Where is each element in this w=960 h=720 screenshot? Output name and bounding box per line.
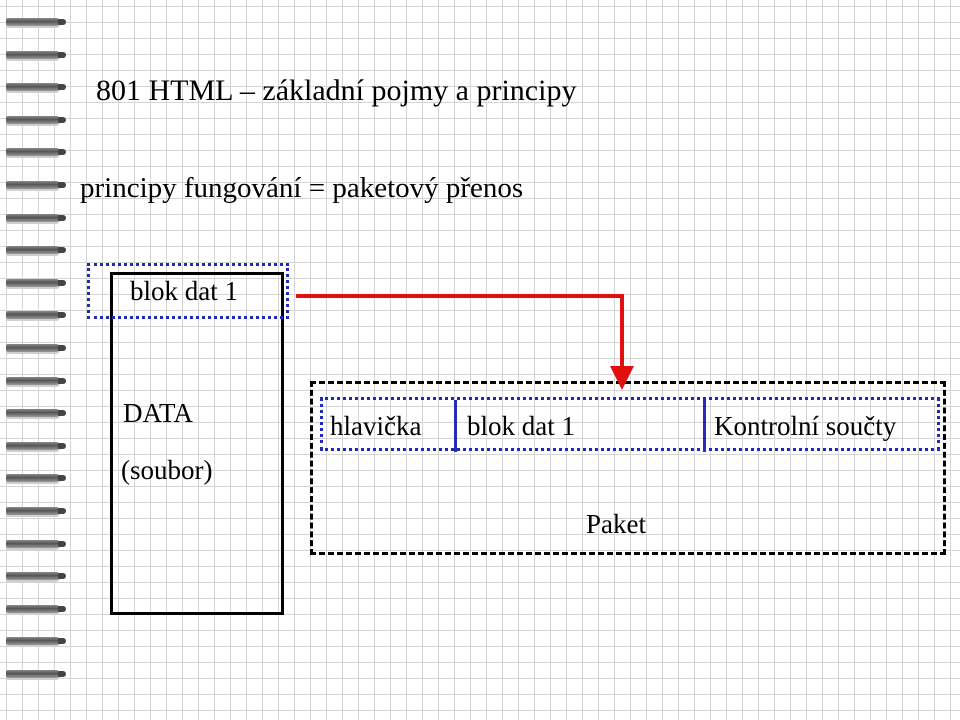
packet-field-separator — [703, 400, 706, 452]
source-block-box — [87, 263, 289, 319]
binder-ring — [6, 278, 66, 287]
source-block-label: blok dat 1 — [130, 276, 238, 306]
binder-ring — [6, 213, 66, 222]
page-subtitle: principy fungování = paketový přenos — [80, 172, 524, 204]
binder-ring — [6, 344, 66, 352]
flow-arrow-line — [296, 294, 624, 368]
binder-ring — [6, 572, 66, 581]
binder-ring — [6, 441, 66, 450]
binder-ring — [6, 311, 66, 320]
binder-ring — [6, 376, 66, 385]
packet-header-label: hlavička — [330, 411, 422, 441]
binder-ring — [6, 246, 66, 255]
binder-ring — [6, 670, 66, 678]
data-label: DATA — [123, 398, 193, 428]
flow-arrow-head — [610, 366, 634, 390]
binder-ring — [6, 18, 66, 26]
binder-ring — [6, 181, 66, 189]
packet-payload-label: blok dat 1 — [467, 411, 575, 441]
binder-ring — [6, 148, 66, 157]
spiral-binding — [0, 18, 70, 708]
binder-ring — [6, 604, 66, 613]
binder-ring — [6, 637, 66, 646]
data-sublabel: (soubor) — [121, 455, 213, 485]
packet-field-separator — [454, 400, 457, 452]
binder-ring — [6, 507, 66, 515]
binder-ring — [6, 474, 66, 483]
page-title: 801 HTML – základní pojmy a principy — [96, 74, 577, 107]
packet-fields-row — [320, 397, 940, 451]
binder-ring — [6, 50, 66, 59]
binder-ring — [6, 115, 66, 124]
packet-checksum-label: Kontrolní součty — [714, 411, 897, 441]
packet-label: Paket — [586, 509, 646, 539]
binder-ring — [6, 83, 66, 92]
binder-ring — [6, 409, 66, 418]
data-file-box — [110, 272, 284, 615]
packet-box — [310, 381, 946, 555]
binder-ring — [6, 539, 66, 548]
